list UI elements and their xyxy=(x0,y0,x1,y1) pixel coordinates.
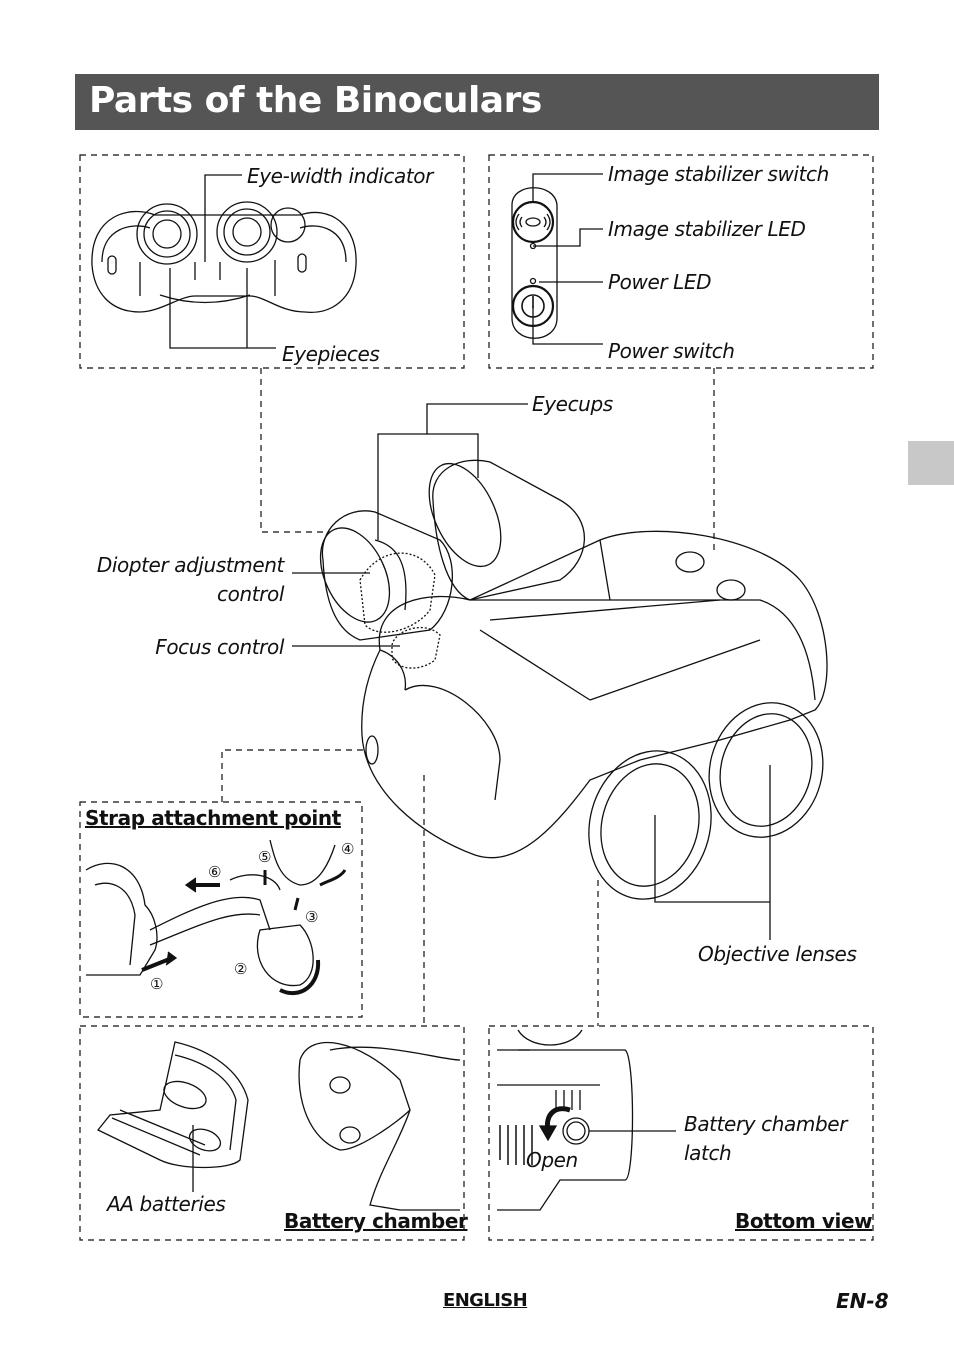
eyepieces-diagram xyxy=(91,174,357,349)
panel-title-bottom-view: Bottom view xyxy=(735,1209,873,1233)
label-eyecups: Eyecups xyxy=(532,392,613,416)
label-aa-batteries: AA batteries xyxy=(107,1192,226,1216)
switch-panel-diagram xyxy=(511,173,603,345)
strap-step-1: ① xyxy=(150,975,164,993)
binoculars-body xyxy=(292,403,828,940)
label-eyepieces: Eyepieces xyxy=(282,342,380,366)
strap-step-5: ⑤ xyxy=(258,848,272,866)
panel-title-strap: Strap attachment point xyxy=(85,806,341,830)
strap-diagram xyxy=(85,839,347,996)
label-battery-latch-line2: latch xyxy=(684,1141,732,1165)
strap-step-4: ④ xyxy=(341,840,355,858)
label-image-stabilizer-led: Image stabilizer LED xyxy=(608,217,806,241)
battery-diagram xyxy=(96,1041,461,1211)
strap-step-3: ③ xyxy=(305,908,319,926)
strap-step-6: ⑥ xyxy=(208,863,222,881)
title-bar: Parts of the Binoculars xyxy=(75,74,879,130)
panel-title-battery-chamber: Battery chamber xyxy=(284,1209,468,1233)
label-focus-control: Focus control xyxy=(155,635,284,659)
label-power-led: Power LED xyxy=(608,270,712,294)
bottom-view-diagram xyxy=(497,1029,676,1211)
label-diopter-line2: control xyxy=(217,582,284,606)
label-eye-width-indicator: Eye-width indicator xyxy=(247,164,433,188)
page-title: Parts of the Binoculars xyxy=(89,80,542,121)
label-battery-latch-line1: Battery chamber xyxy=(684,1112,848,1136)
label-diopter-line1: Diopter adjustment xyxy=(96,553,285,577)
section-tab xyxy=(908,441,954,485)
strap-step-2: ② xyxy=(234,960,248,978)
label-open: Open xyxy=(526,1148,578,1172)
footer-language: ENGLISH xyxy=(443,1290,528,1311)
label-image-stabilizer-switch: Image stabilizer switch xyxy=(608,162,829,186)
label-power-switch: Power switch xyxy=(608,339,735,363)
dashed-panels xyxy=(79,154,874,1241)
label-objective-lenses: Objective lenses xyxy=(698,942,857,966)
footer-page-number: EN-8 xyxy=(836,1289,889,1313)
